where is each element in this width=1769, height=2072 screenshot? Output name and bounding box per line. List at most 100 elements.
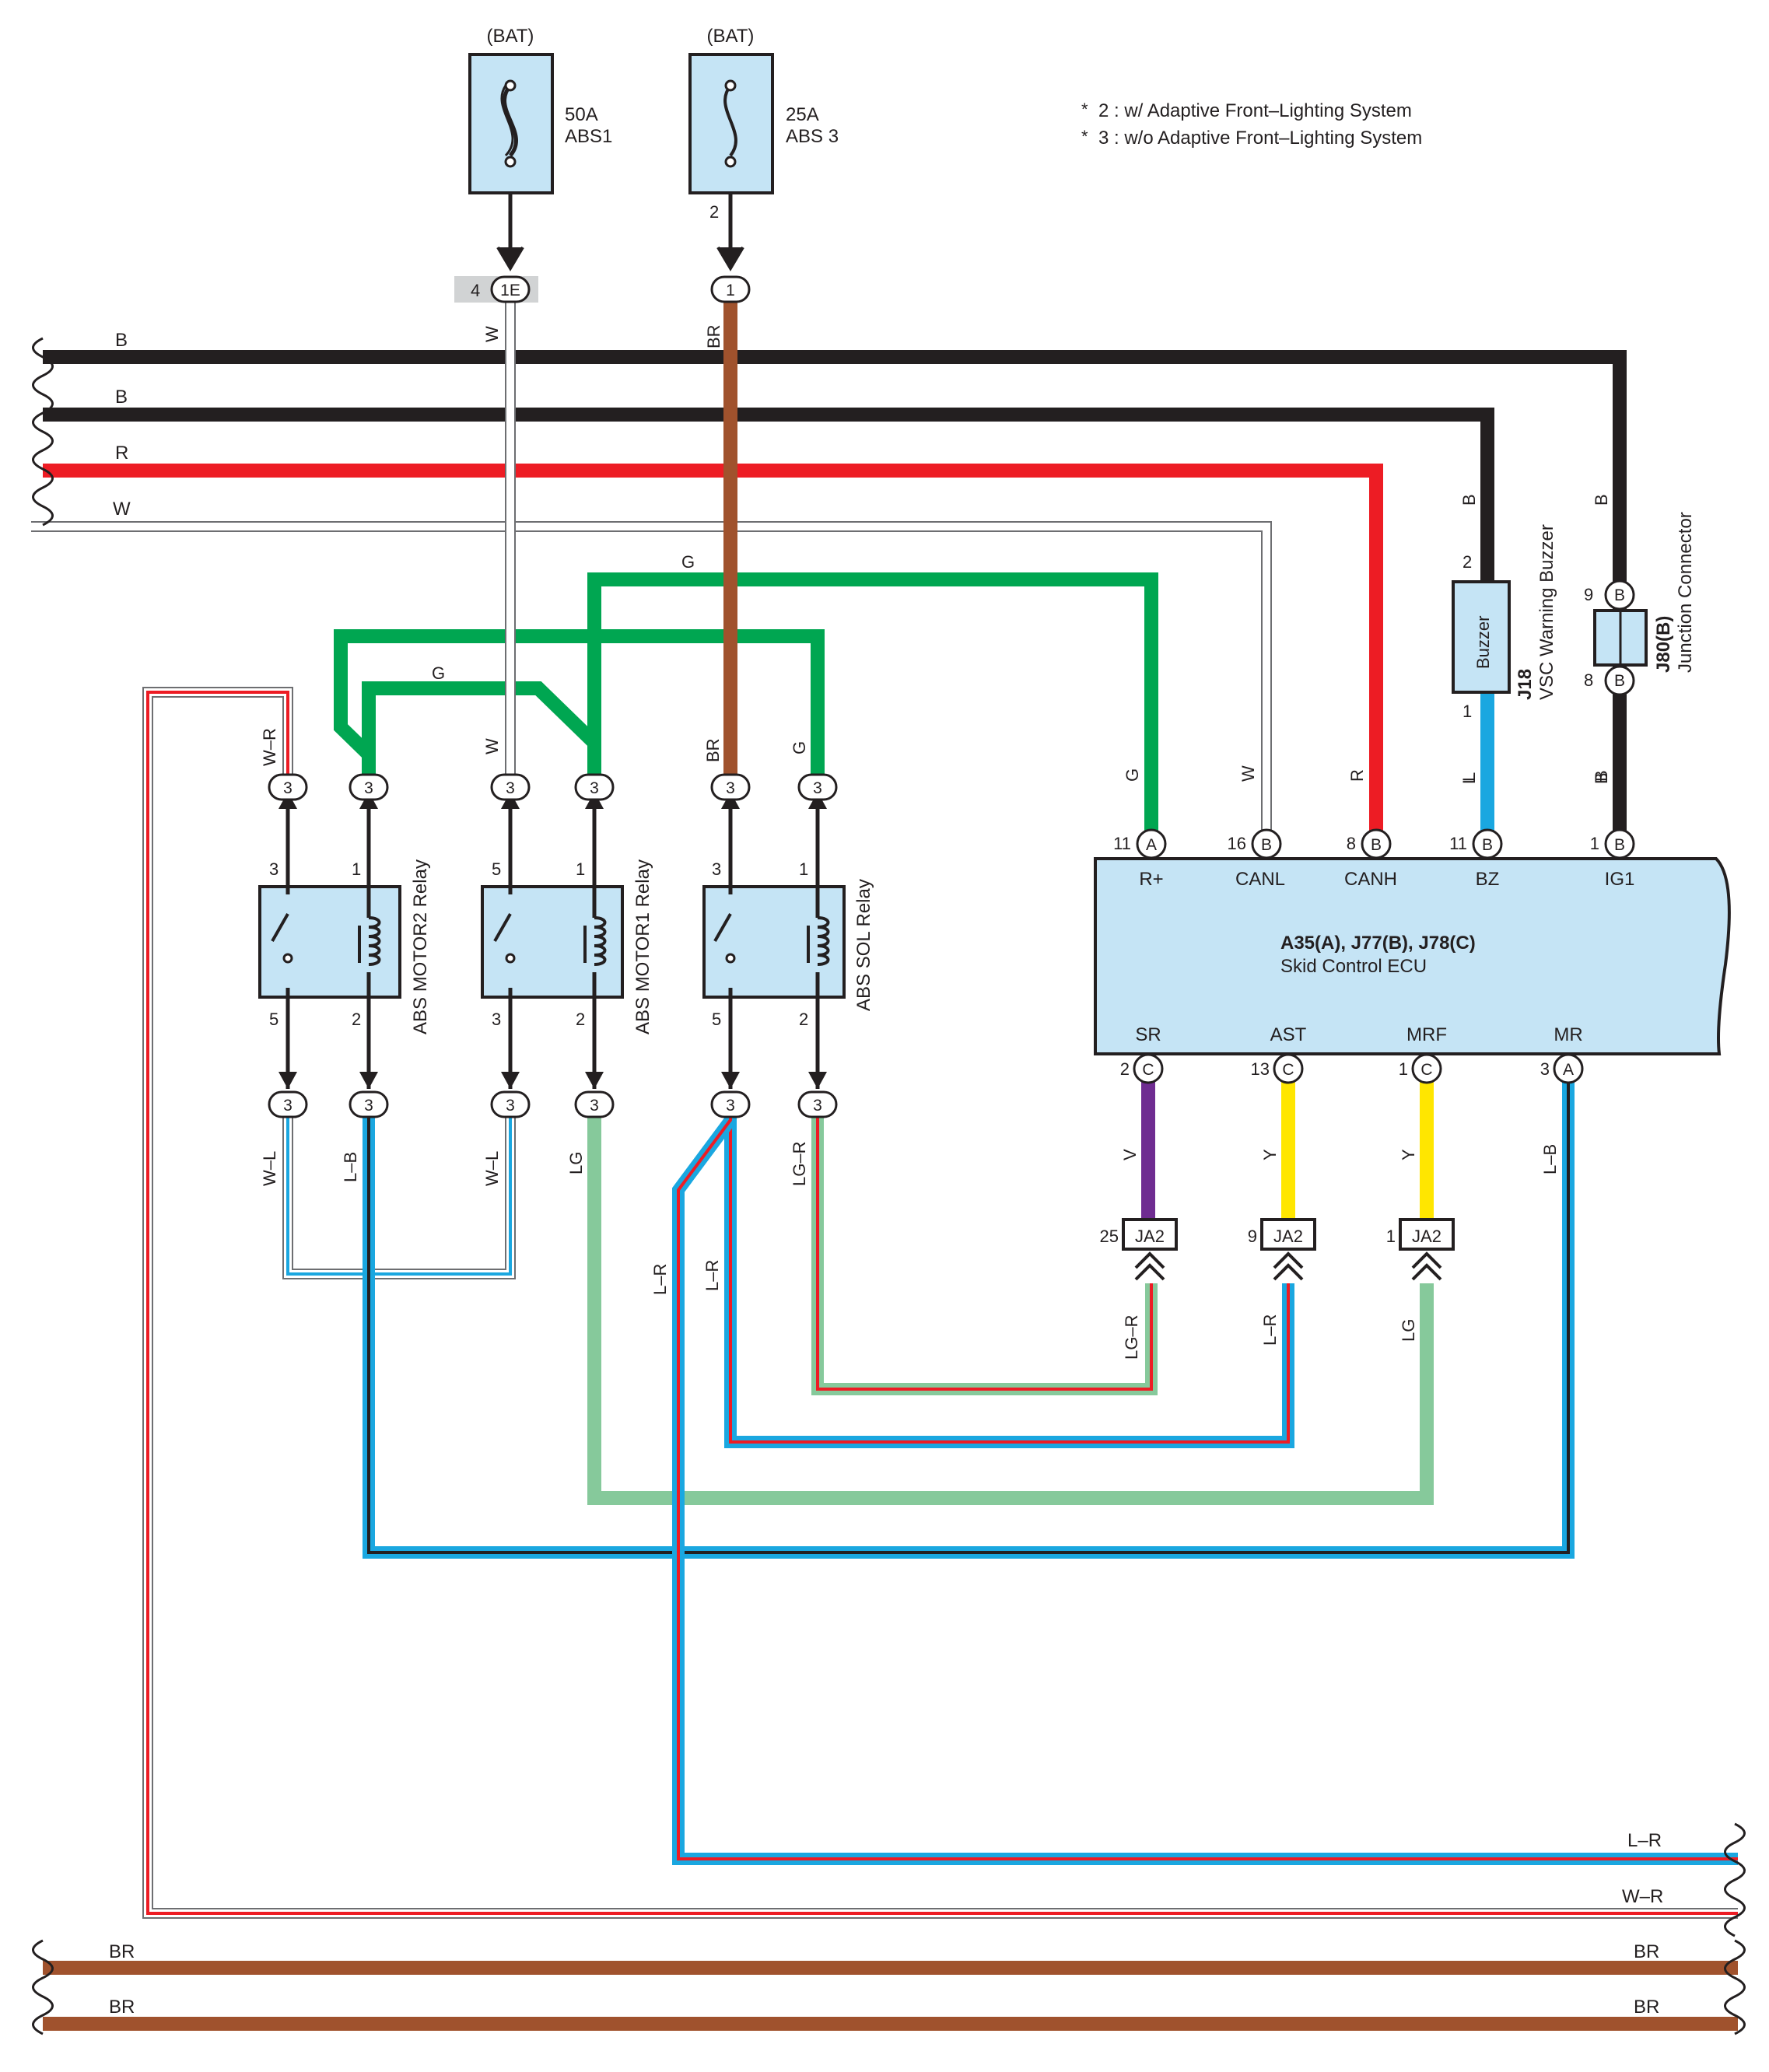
buzzer-pin-bottom: 1 bbox=[1462, 702, 1472, 721]
junction-pin-top: 9 bbox=[1584, 585, 1593, 604]
wire-lg-loop bbox=[587, 1104, 1434, 1505]
ja2-3-pin: 1 bbox=[1386, 1227, 1396, 1246]
edge-bottom-left-1: BR bbox=[109, 1941, 135, 1962]
relay-motor2-name: ABS MOTOR2 Relay bbox=[410, 859, 431, 1034]
junction-wire-top: B bbox=[1592, 494, 1611, 506]
relay-sol-name: ABS SOL Relay bbox=[853, 879, 874, 1011]
r1-bot-left-conn: 3 bbox=[506, 1097, 515, 1115]
note-1: 2 : w/ Adaptive Front–Lighting System bbox=[1098, 100, 1412, 121]
ecu-t3-letter: B bbox=[1371, 836, 1382, 854]
ecu-t5-wire: B bbox=[1592, 770, 1611, 782]
note-star-1: * bbox=[1081, 100, 1088, 119]
fuse1-name: ABS1 bbox=[565, 126, 612, 147]
r2-bot-left-conn: 3 bbox=[283, 1097, 292, 1115]
ja2-2-name: JA2 bbox=[1273, 1227, 1303, 1246]
junction-name: Junction Connector bbox=[1675, 512, 1696, 673]
relay-wire-labels: W–R W BR G W–L L–B W–L LG L–R LG–R L–R bbox=[260, 728, 809, 1295]
ecu-b2-pin: 13 bbox=[1251, 1059, 1270, 1079]
relay-conn-labels: 3 3 3 3 3 3 3 3 3 3 3 3 bbox=[283, 779, 822, 1115]
skid-control-ecu bbox=[1094, 857, 1731, 1055]
junction-wire-bottom: B bbox=[1592, 772, 1611, 784]
riser-abs3-label: BR bbox=[704, 324, 723, 348]
wire-g-mid bbox=[334, 629, 825, 786]
ja2-1-name: JA2 bbox=[1135, 1227, 1165, 1246]
ecu-b4-letter: A bbox=[1563, 1061, 1574, 1079]
ecu-b3-pin: 1 bbox=[1399, 1059, 1408, 1079]
ecu-b1-letter: C bbox=[1142, 1061, 1154, 1079]
conn-1e-pin: 4 bbox=[471, 281, 480, 300]
relay-abs-motor1 bbox=[481, 801, 624, 1089]
r2-bot-wire-r: L–B bbox=[341, 1152, 360, 1182]
buzzer-wire-bottom: L bbox=[1459, 775, 1479, 784]
ecu-top-letters: A B B B B bbox=[1146, 836, 1625, 854]
junction-j80 bbox=[1593, 579, 1648, 696]
rs-top-wire-l: BR bbox=[703, 738, 723, 762]
conn-1-label: 1 bbox=[726, 282, 735, 299]
ecu-b1-pin: 2 bbox=[1120, 1059, 1130, 1079]
relay-abs-sol bbox=[702, 801, 846, 1089]
fuse2-rating: 25A bbox=[786, 104, 819, 125]
ecu-b1-wire: V bbox=[1120, 1149, 1140, 1160]
rs-pin-tr: 1 bbox=[799, 859, 808, 879]
ja2-1-pin: 25 bbox=[1100, 1227, 1119, 1246]
break-edges bbox=[32, 337, 1746, 2035]
ecu-t4-name: BZ bbox=[1476, 869, 1500, 890]
ecu-t4-pin: 11 bbox=[1449, 834, 1467, 853]
edge-left-4: W bbox=[113, 499, 131, 520]
ecu-t5-letter: B bbox=[1614, 836, 1625, 854]
relay-abs-motor2 bbox=[258, 801, 401, 1089]
rs-bot-right-conn: 3 bbox=[813, 1097, 822, 1115]
ecu-t1-pin: 11 bbox=[1113, 834, 1131, 853]
wire-r bbox=[43, 464, 1383, 844]
ecu-b4-pin: 3 bbox=[1540, 1059, 1550, 1079]
r1-top-left-conn: 3 bbox=[506, 779, 515, 797]
ecu-b1-name: SR bbox=[1135, 1024, 1161, 1045]
g-mid-label: G bbox=[432, 663, 445, 683]
ecu-t3-pin: 8 bbox=[1347, 834, 1356, 853]
ecu-b4-wire: L–B bbox=[1540, 1144, 1560, 1174]
r2-pin-br: 2 bbox=[352, 1010, 361, 1029]
fuse2-supply: (BAT) bbox=[707, 26, 755, 47]
connector-1 bbox=[710, 275, 751, 303]
junction-letter-top: B bbox=[1614, 586, 1625, 604]
r2-pin-bl: 5 bbox=[269, 1010, 278, 1029]
ecu-t2-pin: 16 bbox=[1228, 834, 1246, 853]
r1-pin-br: 2 bbox=[576, 1010, 585, 1029]
fuse1-supply: (BAT) bbox=[487, 26, 534, 47]
r1-pin-tl: 5 bbox=[492, 859, 501, 879]
fuse1-rating: 50A bbox=[565, 104, 598, 125]
ecu-bottom-pins: 2 13 1 3 bbox=[1120, 1059, 1550, 1079]
r2-bot-right-conn: 3 bbox=[364, 1097, 373, 1115]
ja2-2-pin: 9 bbox=[1248, 1227, 1257, 1246]
fuse2-name: ABS 3 bbox=[786, 126, 839, 147]
wire-g-top bbox=[587, 572, 1158, 844]
conn-1e-label: 1E bbox=[500, 282, 520, 299]
rs-bot-wire-r: LG–R bbox=[790, 1142, 809, 1186]
ecu-b4-name: MR bbox=[1554, 1024, 1582, 1045]
ecu-bottom-wires: V Y Y L–B bbox=[1120, 1144, 1560, 1174]
ecu-codes: A35(A), J77(B), J78(C) bbox=[1280, 933, 1476, 954]
junction-code: J80(B) bbox=[1653, 616, 1674, 673]
wire-b-2 bbox=[43, 408, 1494, 583]
ecu-t5-name: IG1 bbox=[1605, 869, 1635, 890]
ecu-b2-letter: C bbox=[1282, 1061, 1294, 1079]
ecu-b3-letter: C bbox=[1420, 1061, 1432, 1079]
r1-bot-wire-l: W–L bbox=[482, 1151, 502, 1186]
r2-pin-tl: 3 bbox=[269, 859, 278, 879]
ecu-b2-wire: Y bbox=[1260, 1149, 1280, 1160]
connector-1e bbox=[490, 275, 531, 303]
fuse-abs1 bbox=[468, 53, 554, 271]
ecu-bottom-letters: C C C A bbox=[1142, 1061, 1574, 1079]
ja2-2-wire: L–R bbox=[1260, 1314, 1280, 1346]
r2-pin-tr: 1 bbox=[352, 859, 361, 879]
rs-bot-left-conn: 3 bbox=[726, 1097, 735, 1115]
edge-bottom-right-1: BR bbox=[1634, 1941, 1659, 1962]
relay-motor1-name: ABS MOTOR1 Relay bbox=[632, 859, 653, 1034]
l-r-left-label: L–R bbox=[650, 1264, 670, 1295]
ecu-top-labels: G W R L B 11 16 8 11 1 bbox=[1113, 765, 1611, 853]
r1-pin-bl: 3 bbox=[492, 1010, 501, 1029]
wire-w-l-loop bbox=[282, 1104, 516, 1279]
wire-w bbox=[31, 521, 1272, 844]
fuse2-pin: 2 bbox=[709, 202, 719, 222]
